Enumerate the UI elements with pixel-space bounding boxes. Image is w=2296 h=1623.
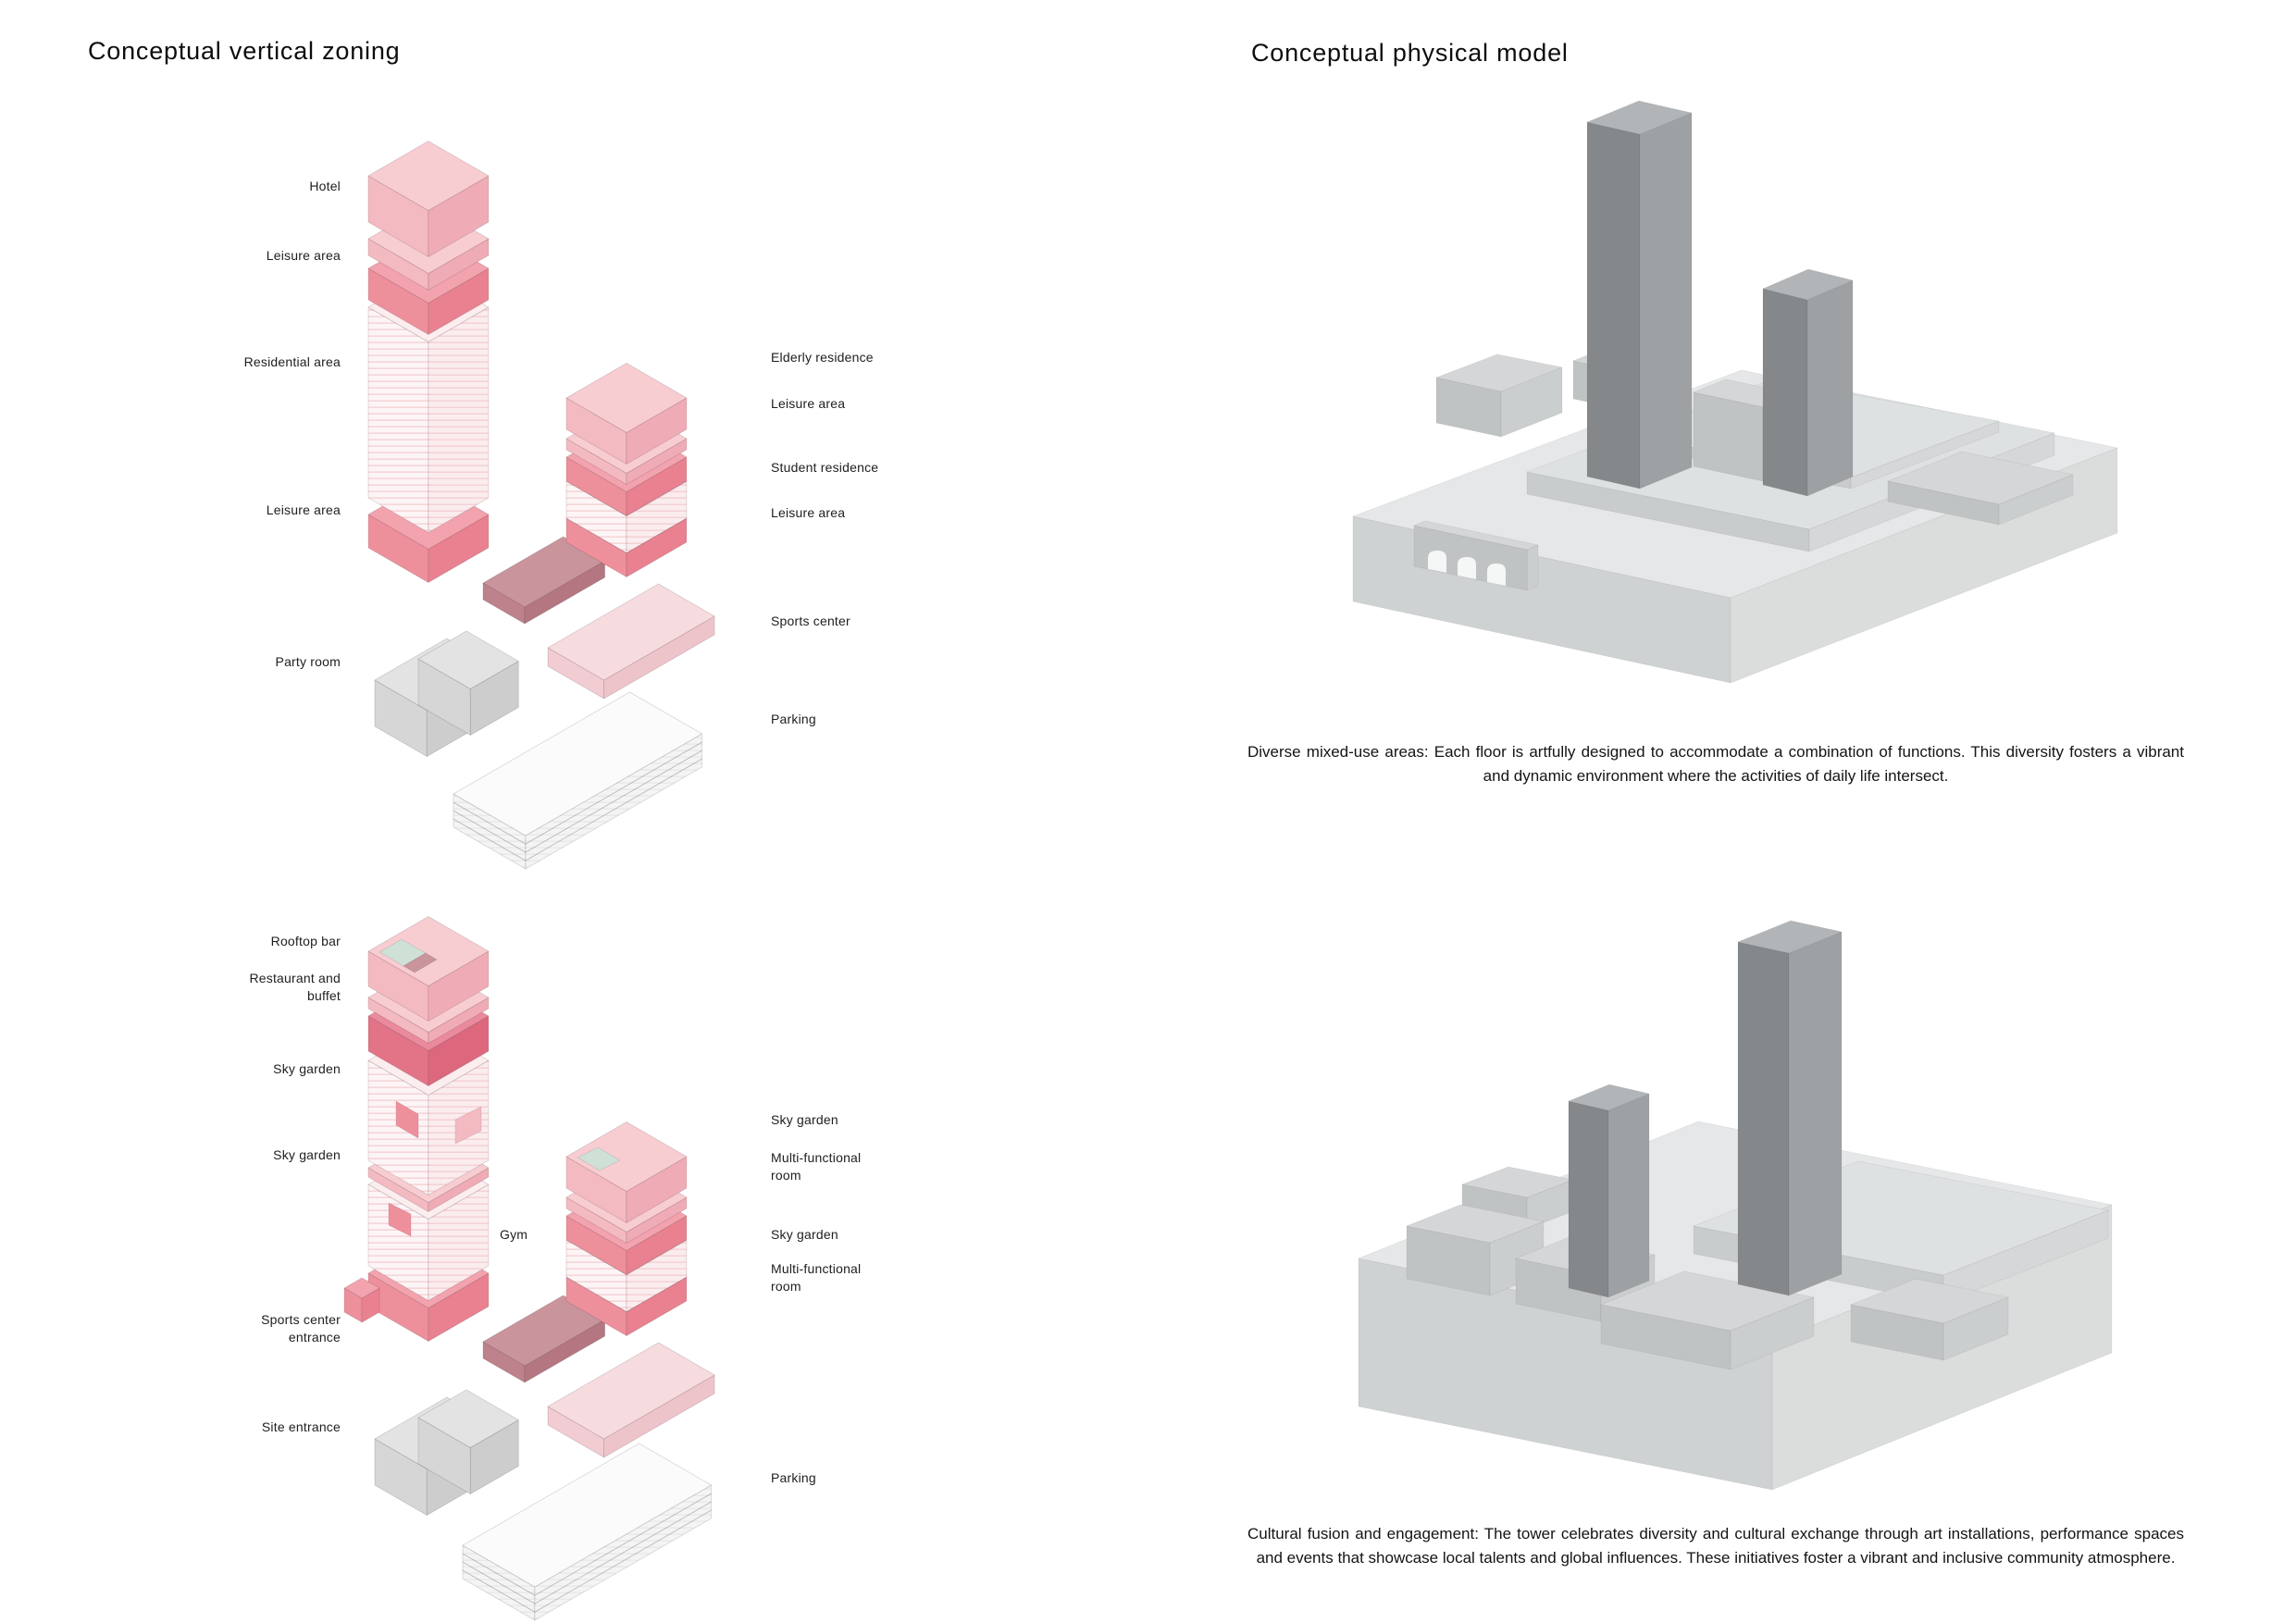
label-gym: Gym	[500, 1227, 528, 1242]
vertical-zoning-diagram	[343, 141, 715, 1621]
label-sky-garden-2: Sky garden	[273, 1147, 341, 1162]
label-multi-functional-room-2: Multi-functional room	[771, 1261, 862, 1294]
label-sky-garden-3: Sky garden	[771, 1112, 838, 1127]
physical-model-photo-1	[1352, 100, 2118, 684]
label-hotel: Hotel	[309, 179, 341, 193]
label-rooftop-bar: Rooftop bar	[270, 934, 341, 948]
label-parking-2: Parking	[771, 1470, 816, 1485]
label-elderly-residence: Elderly residence	[771, 350, 874, 365]
left-section-title: Conceptual vertical zoning	[88, 37, 401, 65]
label-party-room: Party room	[275, 654, 341, 669]
label-student-residence: Student residence	[771, 460, 879, 475]
label-multi-functional-room-1: Multi-functional room	[771, 1150, 862, 1183]
label-sky-garden-1: Sky garden	[273, 1061, 341, 1076]
label-parking-1: Parking	[771, 712, 816, 726]
label-leisure-area-1: Leisure area	[266, 248, 341, 263]
model-caption-bottom: Cultural fusion and engagement: The towe…	[1247, 1525, 2184, 1567]
right-section-title: Conceptual physical model	[1251, 39, 1569, 67]
label-sports-center-entrance: Sports center entrance	[261, 1312, 341, 1344]
model-caption-top: Diverse mixed-use areas: Each floor is a…	[1247, 743, 2184, 785]
label-site-entrance: Site entrance	[261, 1419, 341, 1434]
label-restaurant-and-buffet: Restaurant and buffet	[249, 971, 341, 1003]
label-sky-garden-4: Sky garden	[771, 1227, 838, 1242]
label-residential-area: Residential area	[243, 354, 341, 369]
label-sports-center: Sports center	[771, 613, 850, 628]
physical-model-photo-2	[1358, 920, 2113, 1491]
label-leisure-area-3: Leisure area	[771, 396, 846, 411]
label-leisure-area-4: Leisure area	[771, 505, 846, 520]
label-leisure-area-2: Leisure area	[266, 502, 341, 517]
